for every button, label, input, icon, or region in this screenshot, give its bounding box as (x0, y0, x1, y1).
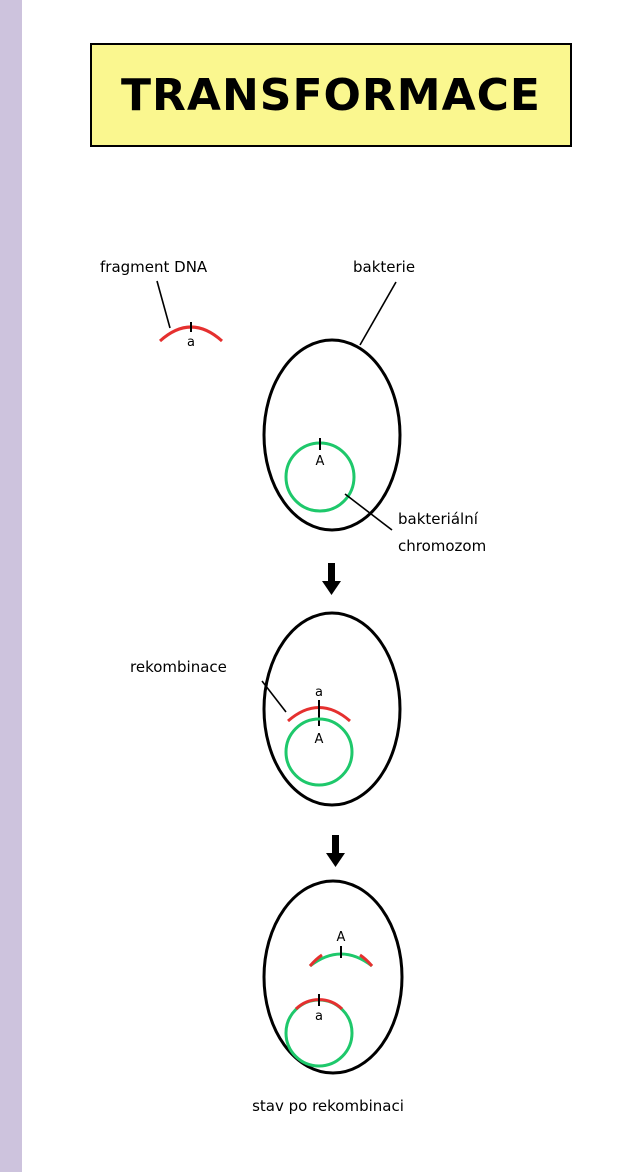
bacterial-chromosome-2 (284, 717, 354, 787)
released-fragment-allele-A: A (337, 930, 346, 945)
label-chromosome-line1: bakteriální (398, 510, 479, 528)
down-arrow-1 (322, 563, 341, 595)
label-after-recombination: stav po rekombinaci (252, 1097, 404, 1115)
bacterium-cell-1 (262, 338, 402, 532)
label-fragment-dna: fragment DNA (100, 258, 208, 276)
bacterium-cell-3 (262, 879, 404, 1075)
leader-fragment-dna (156, 280, 171, 329)
leader-chromosome (344, 493, 393, 531)
leader-recombination (261, 680, 287, 713)
fragment-allele-a: a (187, 335, 195, 350)
title-box: TRANSFORMACE (90, 43, 572, 147)
released-fragment-end-right (359, 953, 374, 967)
label-recombination: rekombinace (130, 658, 227, 676)
leader-bacterium (359, 281, 397, 346)
released-fragment-end-left (308, 953, 323, 967)
chromosome-allele-A-2: A (315, 732, 324, 747)
bacterium-cell-2 (262, 611, 402, 807)
fragment-allele-a-2: a (315, 685, 323, 700)
label-chromosome-line2: chromozom (398, 537, 486, 555)
down-arrow-2 (326, 835, 345, 867)
label-bacterium: bakterie (353, 258, 415, 276)
diagram-title: TRANSFORMACE (121, 69, 541, 121)
integrated-allele-a: a (315, 1009, 323, 1024)
chromosome-allele-A-1: A (316, 454, 325, 469)
